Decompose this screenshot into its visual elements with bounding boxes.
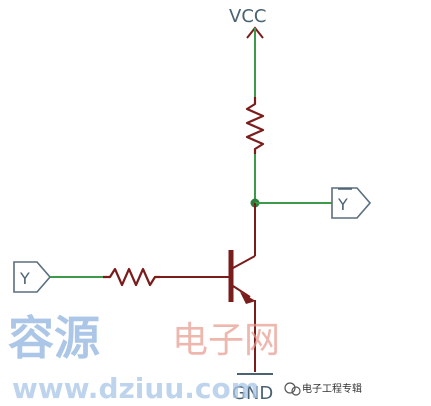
vcc-label: VCC: [229, 6, 266, 27]
npn-transistor: [228, 250, 256, 304]
input-port-shape: [13, 261, 52, 293]
output-port-shape: [331, 187, 372, 219]
transistor-emitter-leg: [232, 285, 251, 298]
badge-icon: [284, 382, 296, 394]
watermark-brand: 容源: [8, 311, 100, 365]
watermark-sub: 电子网: [172, 320, 280, 361]
badge-logo: [284, 382, 301, 396]
transistor-collector-leg: [232, 255, 256, 269]
output-label: Y: [337, 195, 348, 214]
vcc-terminal: VCC: [229, 6, 266, 39]
base-resistor: [103, 267, 160, 287]
gnd-label: GND: [232, 383, 273, 404]
emitter-arrow-icon: [240, 292, 256, 304]
input-label: Y: [19, 269, 30, 288]
collector-resistor: [245, 97, 265, 154]
ground-terminal: GND: [232, 373, 273, 404]
input-port: Y: [13, 261, 52, 293]
watermark: 容源 电子网 www.dziuu.com 电子工程专辑: [8, 311, 362, 405]
watermark-url: www.dziuu.com: [12, 372, 260, 405]
output-port: Y: [331, 187, 372, 219]
watermark-badge: 电子工程专辑: [302, 382, 362, 395]
